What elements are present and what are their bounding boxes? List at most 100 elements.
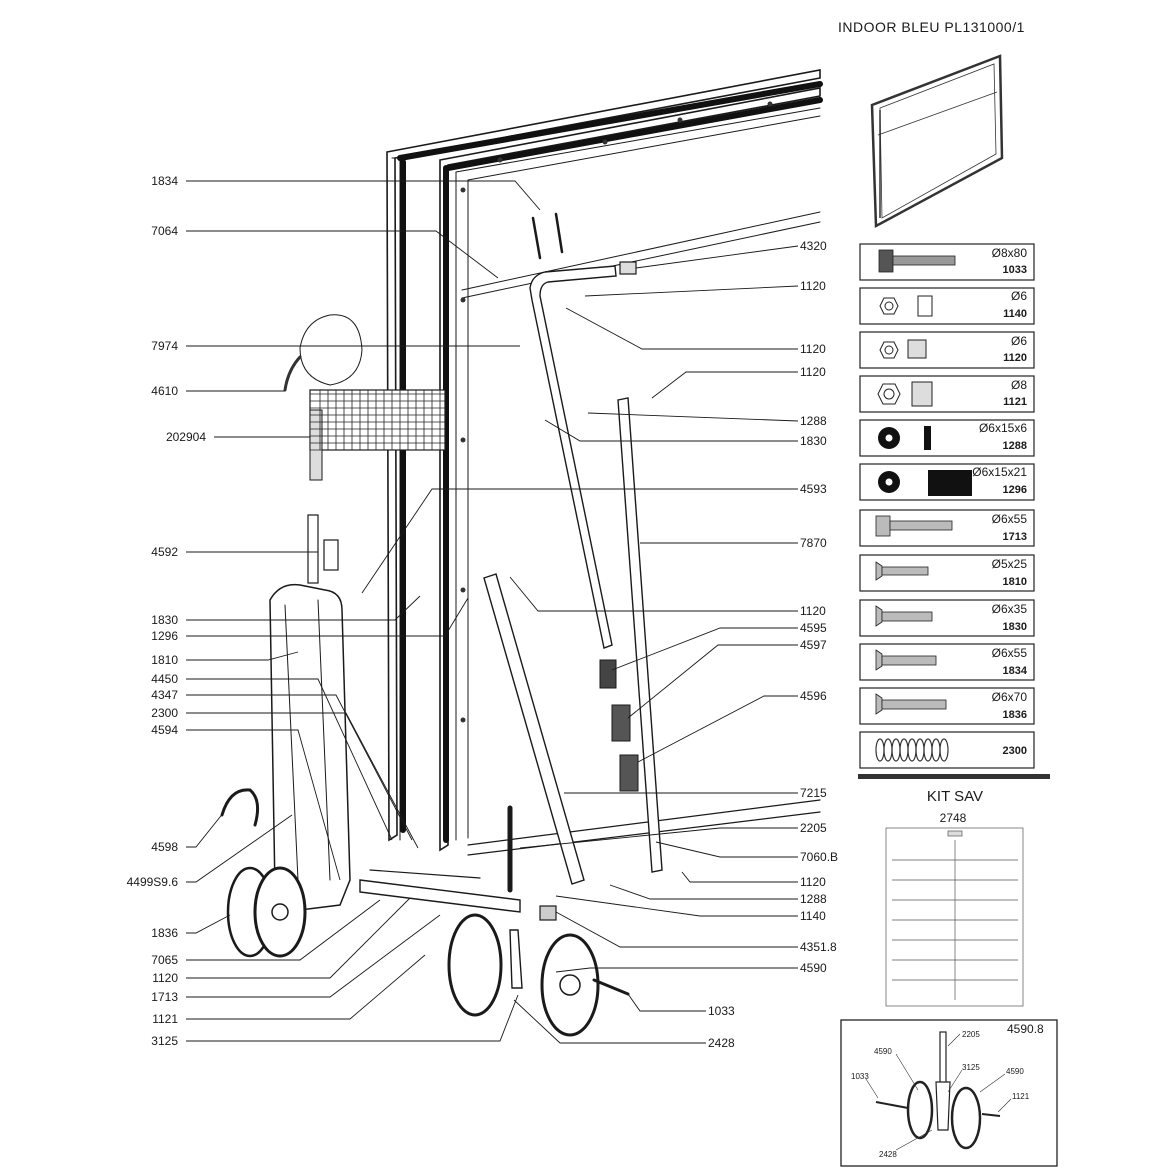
inset-label-1121: 1121 — [1012, 1092, 1030, 1101]
inset-leaders — [865, 1033, 1012, 1151]
parts-legend: Ø8x80 1033 Ø6 1140 Ø6 1120 — [859, 243, 1035, 769]
label-3125: 3125 — [151, 1034, 178, 1048]
label-4347: 4347 — [151, 688, 178, 702]
inset-label-4590: 4590 — [874, 1047, 892, 1056]
label-1810: 1810 — [151, 653, 178, 667]
label-4594: 4594 — [151, 723, 178, 737]
inset-label-1033: 1033 — [851, 1072, 869, 1081]
label-7060-b: 7060.B — [800, 850, 838, 864]
inset-4590-8: 4590.8 2205 4590 3125 1033 4590 1121 242… — [840, 1019, 1058, 1167]
part-row: Ø8 1121 — [859, 375, 1035, 413]
label-1830: 1830 — [151, 613, 178, 627]
label-7974: 7974 — [151, 339, 178, 353]
label-1834: 1834 — [151, 174, 178, 188]
svg-text:1296: 1296 — [1003, 484, 1027, 496]
spacer-thin-icon — [878, 426, 931, 450]
part-row: Ø6x55 1713 — [859, 509, 1035, 547]
label-4499s9-6: 4499S9.6 — [127, 875, 179, 889]
svg-text:1140: 1140 — [1003, 308, 1027, 320]
part-row: Ø6x70 1836 — [859, 687, 1035, 725]
left-part-labels: 1834 7064 7974 4610 202904 4592 1830 129… — [127, 174, 207, 1048]
label-202904: 202904 — [166, 430, 206, 444]
spacer-thick-icon — [878, 470, 972, 496]
svg-text:Ø8: Ø8 — [1011, 378, 1027, 392]
label-1296: 1296 — [151, 629, 178, 643]
label-4593: 4593 — [800, 482, 827, 496]
svg-text:1713: 1713 — [1003, 531, 1027, 543]
hex-nut-icon — [879, 295, 933, 317]
svg-text:1810: 1810 — [1003, 576, 1027, 588]
part-row: Ø6 1120 — [859, 331, 1035, 369]
label-1120-a: 1120 — [800, 279, 826, 293]
label-1121: 1121 — [152, 1012, 178, 1026]
part-row: 2300 — [859, 731, 1035, 769]
svg-text:1830: 1830 — [1003, 621, 1027, 633]
label-2300: 2300 — [151, 706, 178, 720]
label-1836: 1836 — [151, 926, 178, 940]
main-assembly-drawing — [220, 69, 823, 1037]
svg-text:Ø6x55: Ø6x55 — [992, 646, 1028, 660]
lock-nut-icon — [877, 381, 933, 407]
label-4597: 4597 — [800, 638, 827, 652]
hex-screw-icon — [875, 515, 953, 537]
part-row: Ø5x25 1810 — [859, 554, 1035, 592]
table-top-thumbnail — [870, 54, 1004, 229]
svg-text:2300: 2300 — [1003, 745, 1027, 757]
label-4610: 4610 — [151, 384, 178, 398]
part-row: Ø6 1140 — [859, 287, 1035, 325]
countersunk-screw-icon — [875, 561, 929, 581]
part-row: Ø8x80 1033 — [859, 243, 1035, 281]
label-7215: 7215 — [800, 786, 827, 800]
inset-ref: 4590.8 — [1007, 1022, 1044, 1036]
svg-text:1120: 1120 — [1003, 352, 1027, 364]
leader-lines — [186, 180, 799, 1044]
label-1120-d: 1120 — [800, 604, 826, 618]
part-row: Ø6x15x21 1296 — [859, 463, 1035, 501]
label-4598: 4598 — [151, 840, 178, 854]
svg-text:Ø6x70: Ø6x70 — [992, 690, 1028, 704]
hex-bolt-icon — [878, 249, 956, 273]
kit-ref: 2748 — [940, 811, 967, 825]
svg-text:Ø6: Ø6 — [1011, 289, 1027, 303]
svg-text:Ø5x25: Ø5x25 — [992, 557, 1028, 571]
svg-text:1121: 1121 — [1003, 396, 1027, 408]
inset-label-3125: 3125 — [962, 1063, 980, 1072]
label-7064: 7064 — [151, 224, 178, 238]
label-4592: 4592 — [151, 545, 178, 559]
inset-drawing — [875, 1031, 1001, 1150]
label-4596: 4596 — [800, 689, 827, 703]
kit-sheet — [885, 827, 1024, 1007]
label-4595: 4595 — [800, 621, 827, 635]
label-1140: 1140 — [800, 909, 826, 923]
svg-text:Ø6: Ø6 — [1011, 334, 1027, 348]
svg-text:1836: 1836 — [1003, 709, 1027, 721]
countersunk-screw-icon — [875, 649, 937, 671]
label-4320: 4320 — [800, 239, 827, 253]
label-7870: 7870 — [800, 536, 827, 550]
countersunk-screw-icon — [875, 605, 933, 627]
countersunk-screw-icon — [875, 693, 947, 715]
label-1120-c: 1120 — [800, 365, 826, 379]
part-row: Ø6x55 1834 — [859, 643, 1035, 681]
svg-text:1288: 1288 — [1003, 440, 1027, 452]
label-1120-e: 1120 — [800, 875, 826, 889]
svg-text:1834: 1834 — [1003, 665, 1028, 677]
label-1830-r: 1830 — [800, 434, 827, 448]
svg-text:Ø6x55: Ø6x55 — [992, 512, 1028, 526]
kit-title: KIT SAV — [927, 788, 983, 805]
kit-sav-section: KIT SAV 2748 — [858, 774, 1050, 1007]
part-row: Ø6x35 1830 — [859, 599, 1035, 637]
lock-nut-icon — [879, 339, 927, 359]
svg-text:1033: 1033 — [1003, 264, 1027, 276]
svg-text:Ø8x80: Ø8x80 — [992, 246, 1028, 260]
label-2428: 2428 — [708, 1036, 735, 1050]
label-1288-a: 1288 — [800, 414, 827, 428]
part-row: Ø6x15x6 1288 — [859, 419, 1035, 457]
spring-icon — [875, 738, 949, 762]
label-1713: 1713 — [151, 990, 178, 1004]
svg-text:Ø6x35: Ø6x35 — [992, 602, 1028, 616]
label-1120: 1120 — [152, 971, 178, 985]
svg-text:Ø6x15x21: Ø6x15x21 — [972, 465, 1027, 479]
label-7065: 7065 — [151, 953, 178, 967]
